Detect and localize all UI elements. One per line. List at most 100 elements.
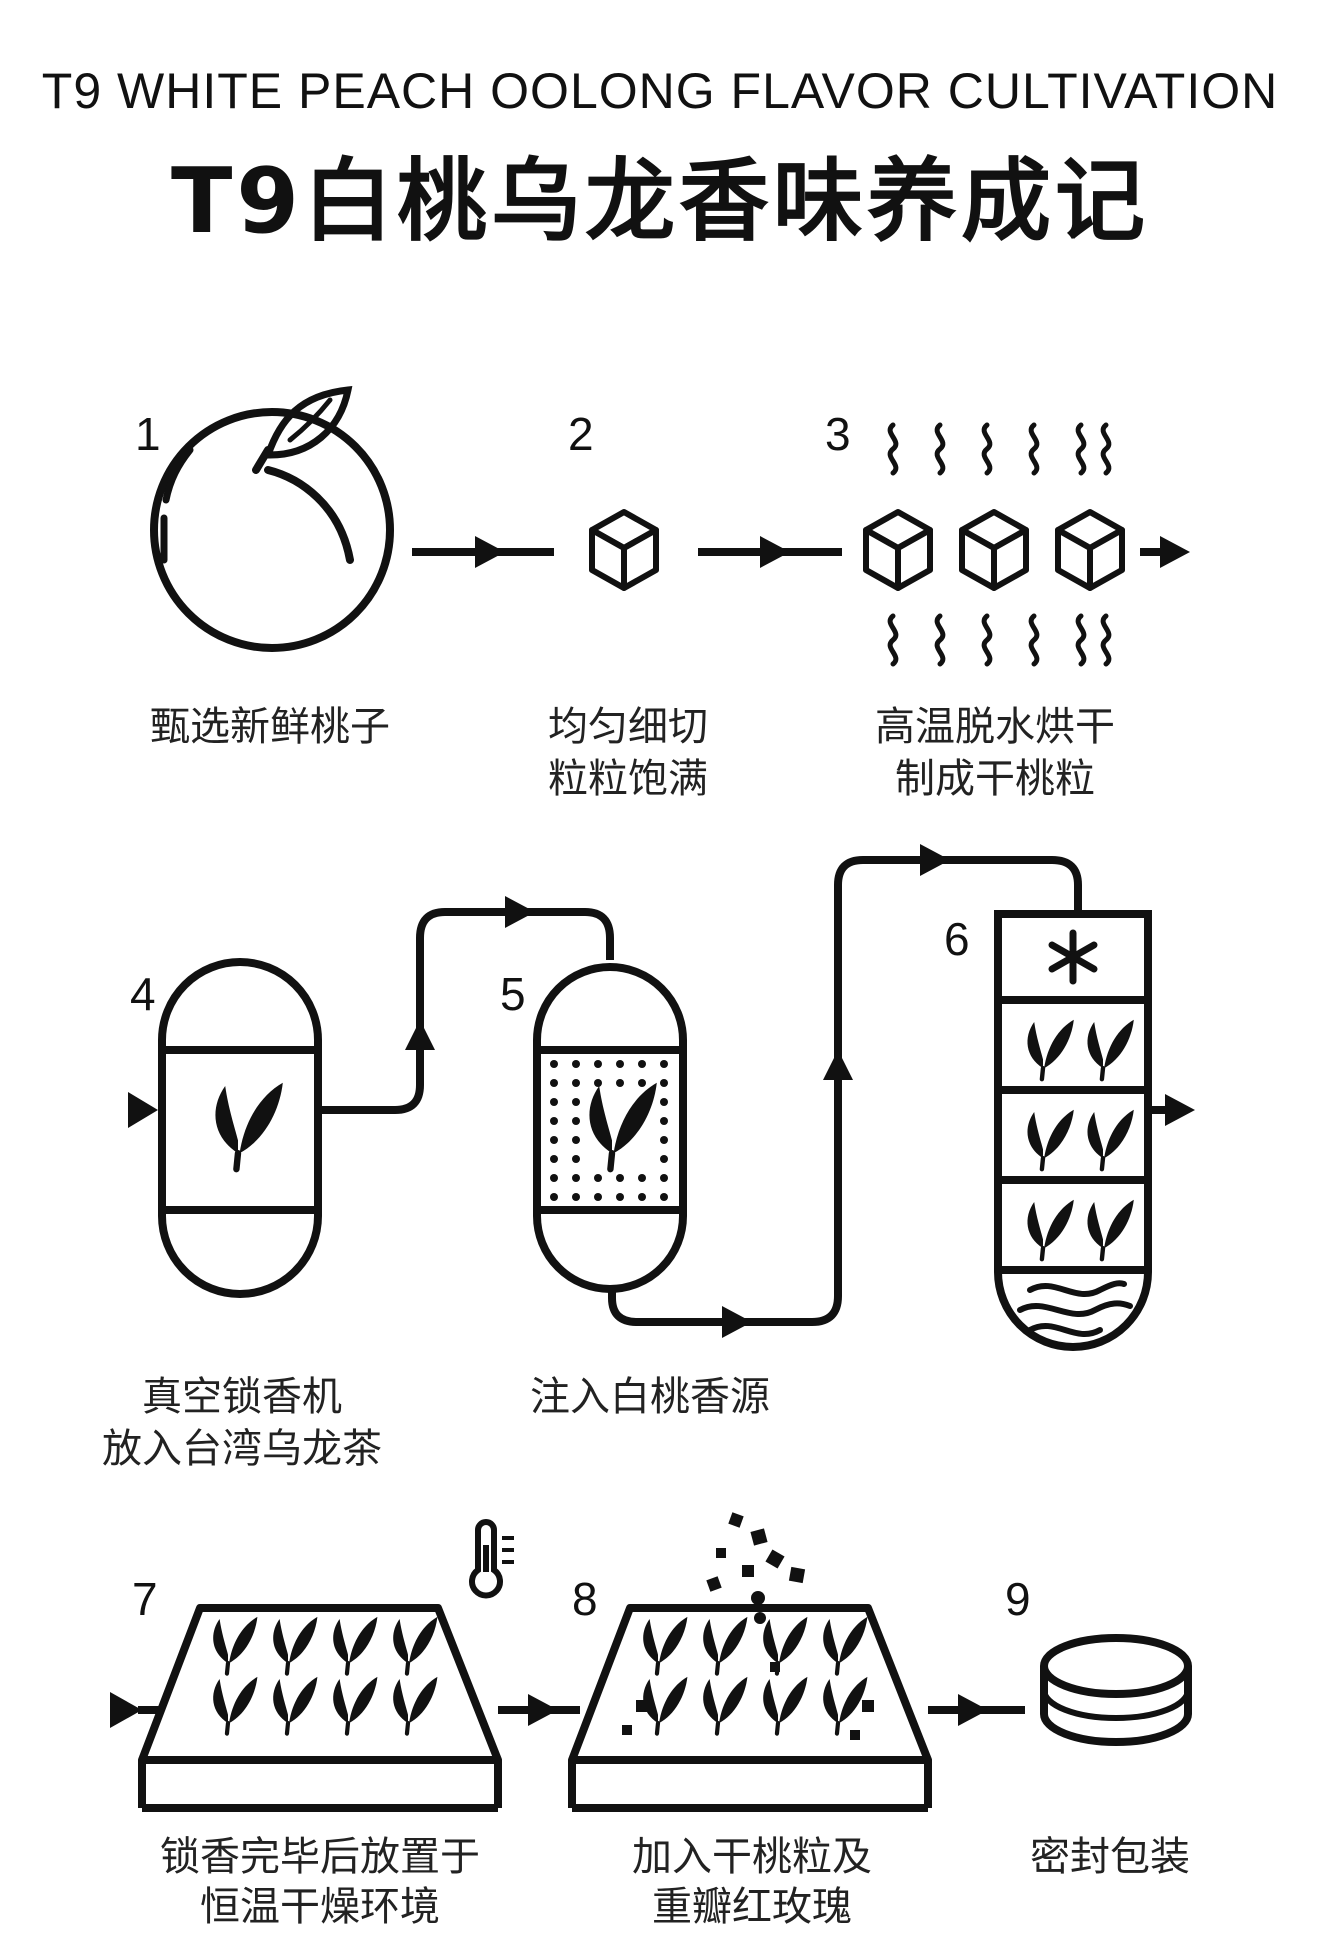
- aroma-dot: [572, 1060, 580, 1068]
- peach-bits-icon: [622, 1512, 874, 1740]
- aroma-dot: [572, 1155, 580, 1163]
- aroma-dot: [572, 1136, 580, 1144]
- svg-text:重瓣红玫瑰: 重瓣红玫瑰: [652, 1884, 852, 1930]
- step-number-7: 7: [132, 1573, 158, 1625]
- aroma-dot: [660, 1060, 668, 1068]
- flow-arrow: [698, 536, 842, 568]
- title-chinese: T9白桃乌龙香味养成记: [170, 149, 1149, 254]
- aroma-dot: [550, 1155, 558, 1163]
- step-number-5: 5: [500, 968, 526, 1020]
- caption-step-8: 加入干桃粒及 重瓣红玫瑰: [632, 1834, 872, 1930]
- svg-text:密封包装: 密封包装: [1030, 1834, 1190, 1880]
- caption-step-5: 注入白桃香源: [530, 1374, 770, 1420]
- leaf-icon: [1027, 1200, 1073, 1259]
- leaf-icon: [763, 1677, 807, 1734]
- svg-text:粒粒饱满: 粒粒饱满: [548, 756, 708, 802]
- cube-icon: [962, 512, 1026, 588]
- flow-arrow: [1148, 1094, 1195, 1126]
- leaf-icon: [215, 1083, 282, 1169]
- vessel-icon: [158, 958, 322, 1298]
- svg-text:甄选新鲜桃子: 甄选新鲜桃子: [150, 704, 390, 750]
- title-english: T9 WHITE PEACH OOLONG FLAVOR CULTIVATION: [41, 63, 1279, 119]
- aroma-dots: [550, 1060, 668, 1201]
- leaf-icon: [333, 1677, 377, 1734]
- step-number-2: 2: [568, 408, 594, 460]
- svg-text:注入白桃香源: 注入白桃香源: [530, 1374, 770, 1420]
- tray-icon: [138, 1604, 502, 1812]
- svg-text:8: 8: [572, 1573, 598, 1625]
- svg-text:5: 5: [500, 968, 526, 1020]
- aroma-dot: [572, 1098, 580, 1106]
- flow-arrow: [498, 1694, 580, 1726]
- cube-icon: [1058, 512, 1122, 588]
- aroma-dot: [572, 1193, 580, 1201]
- caption-step-2: 均匀细切 粒粒饱满: [548, 704, 708, 802]
- leaf-icon: [703, 1617, 747, 1674]
- vessel-icon: [533, 963, 687, 1293]
- svg-text:7: 7: [132, 1573, 158, 1625]
- leaf-icon: [589, 1083, 656, 1169]
- aroma-dot: [616, 1079, 624, 1087]
- caption-step-7: 锁香完毕后放置于 恒温干燥环境: [160, 1834, 480, 1930]
- leaf-icon: [213, 1617, 257, 1674]
- aroma-dot: [660, 1079, 668, 1087]
- aroma-dot: [638, 1079, 646, 1087]
- leaf-icon: [393, 1677, 437, 1734]
- leaf-icon: [1087, 1200, 1133, 1259]
- caption-step-3: 高温脱水烘干 制成干桃粒: [875, 704, 1115, 802]
- aroma-dot: [616, 1174, 624, 1182]
- tin-icon: [1040, 1634, 1192, 1746]
- caption-step-9: 密封包装: [1030, 1834, 1190, 1880]
- svg-text:9: 9: [1005, 1573, 1031, 1625]
- aroma-dot: [572, 1174, 580, 1182]
- leaf-icon: [393, 1617, 437, 1674]
- aroma-dot: [594, 1079, 602, 1087]
- leaf-icon: [703, 1677, 747, 1734]
- caption-step-4: 真空锁香机 放入台湾乌龙茶: [102, 1374, 382, 1472]
- aroma-dot: [572, 1079, 580, 1087]
- leaf-icon: [1087, 1110, 1133, 1169]
- leaf-icon: [213, 1677, 257, 1734]
- svg-text:6: 6: [944, 913, 970, 965]
- flow-arrow: [110, 1692, 160, 1728]
- flow-pipe: [318, 896, 614, 1114]
- leaf-icon: [333, 1617, 377, 1674]
- leaf-icon: [1027, 1020, 1073, 1079]
- aroma-dot: [550, 1098, 558, 1106]
- leaf-grid: [213, 1617, 437, 1734]
- svg-text:真空锁香机: 真空锁香机: [142, 1374, 342, 1420]
- aroma-dot: [638, 1193, 646, 1201]
- aroma-dot: [616, 1193, 624, 1201]
- svg-text:均匀细切: 均匀细切: [548, 704, 708, 750]
- svg-text:制成干桃粒: 制成干桃粒: [895, 756, 1095, 802]
- aroma-dot: [550, 1060, 558, 1068]
- aroma-dot: [660, 1155, 668, 1163]
- leaf-icon: [763, 1617, 807, 1674]
- cube-icon: [866, 512, 930, 588]
- leaf-icon: [643, 1677, 687, 1734]
- aroma-dot: [638, 1060, 646, 1068]
- snowflake-icon: [1048, 929, 1098, 985]
- aroma-dot: [550, 1079, 558, 1087]
- waves-icon: [1017, 1280, 1133, 1338]
- aroma-dot: [638, 1174, 646, 1182]
- aroma-dot: [550, 1117, 558, 1125]
- tray-icon: [568, 1604, 932, 1812]
- aroma-dot: [660, 1136, 668, 1144]
- svg-text:3: 3: [825, 408, 851, 460]
- step-number-6: 6: [944, 913, 970, 965]
- caption-step-1: 甄选新鲜桃子: [150, 704, 390, 750]
- peach-icon: [150, 386, 394, 652]
- aroma-dot: [616, 1060, 624, 1068]
- aroma-dot: [660, 1193, 668, 1201]
- flow-arrow: [128, 1092, 158, 1128]
- thermometer-icon: [469, 1519, 514, 1599]
- svg-text:高温脱水烘干: 高温脱水烘干: [875, 704, 1115, 750]
- svg-text:加入干桃粒及: 加入干桃粒及: [632, 1834, 872, 1880]
- step-number-8: 8: [572, 1573, 598, 1625]
- leaf-icon: [643, 1617, 687, 1674]
- aroma-dot: [550, 1193, 558, 1201]
- step-number-9: 9: [1005, 1573, 1031, 1625]
- step-number-3: 3: [825, 408, 851, 460]
